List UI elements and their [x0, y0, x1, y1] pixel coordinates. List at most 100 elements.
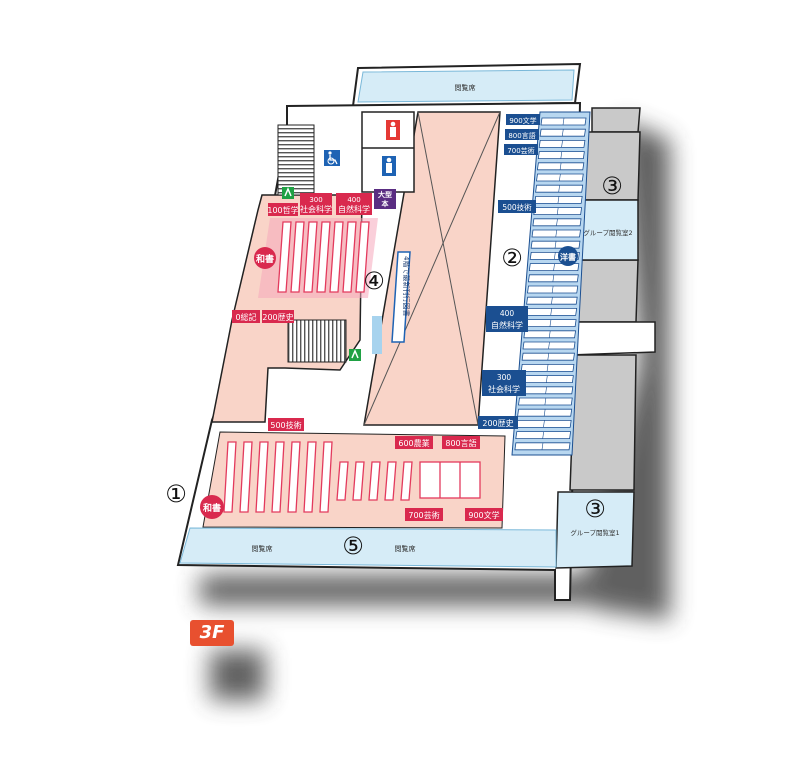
western-shelf-divider	[544, 397, 547, 406]
emergency-exit-icon	[282, 187, 294, 199]
western-shelves	[514, 117, 587, 451]
atrium-cross	[363, 111, 501, 426]
jp-shelves-lower	[223, 441, 481, 513]
western-shelf-divider	[551, 285, 554, 294]
jp-label-history-text: 200歴史	[262, 312, 293, 322]
jp-label-history[interactable]: 200歴史	[262, 310, 294, 323]
jp-badge-upper[interactable]: 和書	[254, 247, 276, 269]
accessible-restroom-icon	[324, 150, 340, 166]
area-number-3a: ③	[601, 172, 623, 200]
reading-seats-top-label: 閲覧席	[455, 83, 476, 92]
wb-label-natural[interactable]: 400 自然科学	[486, 306, 528, 332]
western-shelf-divider	[562, 117, 565, 126]
map-shadow	[200, 120, 670, 700]
area-number-2: ②	[501, 244, 523, 272]
wb-label-social-text: 社会科学	[488, 384, 520, 394]
western-shelf-divider	[558, 185, 560, 193]
wb-label-arts-text: 700芸術	[507, 146, 534, 155]
directory-text: 4階で最新刊行図書	[402, 256, 411, 316]
western-shelf-divider	[550, 308, 552, 316]
wb-label-technology-text: 500技術	[502, 202, 532, 212]
floor-badge: 3F	[190, 620, 234, 646]
western-shelf-divider	[548, 330, 551, 338]
western-shelf-divider	[541, 442, 544, 450]
wb-label-technology[interactable]: 500技術	[498, 200, 536, 213]
western-shelf-divider	[543, 420, 545, 428]
jp-label-philosophy[interactable]: 100哲学	[267, 203, 299, 216]
stairs-center	[287, 319, 347, 363]
western-shelf-divider	[551, 297, 553, 305]
wb-label-natural-num: 400	[500, 309, 515, 318]
jp-shelves-upper	[277, 221, 370, 293]
jp-label-technology[interactable]: 500技術	[268, 418, 304, 431]
jp-badge-lower-text: 和書	[202, 502, 221, 514]
western-shelf-divider	[546, 375, 548, 383]
group-room-2-label: グループ閲覧室2	[583, 228, 632, 237]
male-restroom-icon	[386, 120, 400, 140]
western-shelf-divider	[549, 319, 552, 327]
oversize-badge[interactable]	[374, 189, 396, 209]
wb-label-language[interactable]: 800言語	[505, 129, 539, 140]
stairs-left	[277, 124, 315, 196]
reading-seats-bottom-right-label: 閲覧席	[395, 544, 416, 553]
wb-label-social[interactable]: 300 社会科学	[482, 370, 526, 396]
western-shelf-divider	[546, 364, 549, 372]
jp-label-social-text: 社会科学	[300, 204, 332, 214]
western-shelf-divider	[548, 341, 550, 350]
wb-label-language-text: 800言語	[508, 131, 535, 140]
jp-badge-upper-text: 和書	[255, 253, 274, 265]
jp-label-literature[interactable]: 900文学	[465, 508, 503, 521]
jp-label-arts-text: 700芸術	[408, 510, 439, 520]
jp-label-agriculture[interactable]: 600農業	[395, 436, 433, 449]
jp-label-natural-text: 自然科学	[338, 204, 370, 214]
area-number-4: ④	[363, 267, 385, 295]
jp-label-social[interactable]: 300 社会科学	[300, 193, 332, 215]
western-shelf-divider	[556, 218, 558, 226]
area-number-5: ⑤	[342, 532, 364, 560]
western-shelf-divider	[543, 409, 546, 417]
oversize-line2: 本	[381, 199, 389, 208]
group-room-1-label: グループ閲覧室1	[570, 528, 619, 537]
wb-label-history[interactable]: 200歴史	[478, 416, 518, 429]
jp-label-natural-num: 400	[347, 196, 360, 204]
western-shelf-divider	[556, 207, 559, 215]
oversize-line1: 大型	[378, 190, 392, 199]
western-shelf-divider	[559, 162, 562, 170]
directory-panel[interactable]	[391, 251, 411, 343]
western-shelf-divider	[561, 129, 564, 137]
western-shelf-divider	[553, 263, 555, 271]
jp-label-philosophy-text: 100哲学	[267, 205, 298, 215]
wb-badge-text: 洋書	[560, 252, 576, 262]
elevator-hall	[372, 316, 382, 354]
emergency-exit-icon	[349, 349, 361, 361]
wb-label-literature[interactable]: 900文学	[506, 114, 540, 125]
group-room-1[interactable]	[555, 491, 635, 569]
jp-label-agriculture-text: 600農業	[398, 438, 429, 448]
jp-badge-lower[interactable]: 和書	[200, 495, 224, 519]
jp-label-natural[interactable]: 400 自然科学	[336, 193, 372, 215]
area-number-3b: ③	[584, 495, 606, 523]
western-shelf-divider	[545, 386, 547, 394]
wb-badge[interactable]: 洋書	[558, 246, 578, 266]
western-shelf-divider	[561, 140, 563, 148]
western-shelf-divider	[559, 173, 561, 182]
western-shelf-divider	[557, 196, 560, 204]
jp-label-social-num: 300	[309, 196, 322, 204]
restroom-block	[361, 111, 415, 193]
wb-label-history-text: 200歴史	[482, 418, 513, 428]
western-shelf-divider	[547, 353, 550, 361]
reading-seats-top[interactable]	[357, 69, 575, 103]
right-wing	[569, 107, 656, 491]
jp-label-general[interactable]: 0総記	[232, 310, 260, 323]
area-number-1: ①	[165, 480, 187, 508]
jp-label-technology-text: 500技術	[270, 420, 301, 430]
western-shelf-divider	[555, 229, 558, 238]
western-shelf-divider	[554, 241, 557, 249]
wb-label-social-num: 300	[497, 373, 512, 382]
jp-label-language[interactable]: 800言語	[442, 436, 480, 449]
jp-label-arts[interactable]: 700芸術	[405, 508, 443, 521]
wb-label-arts[interactable]: 700芸術	[504, 144, 538, 155]
reading-seats-bottom-left-label: 閲覧席	[252, 544, 273, 553]
reading-seats-bottom[interactable]	[179, 527, 557, 568]
